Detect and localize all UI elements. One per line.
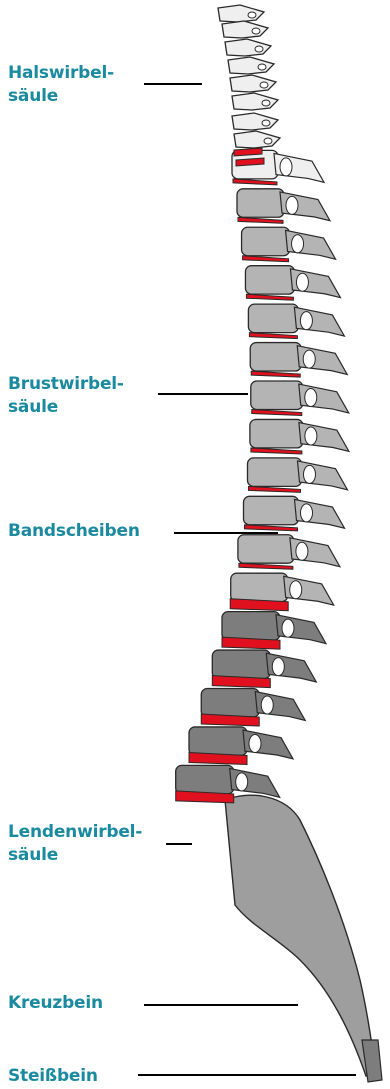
intervertebral-foramen — [282, 619, 294, 637]
intervertebral-foramen — [290, 581, 302, 599]
cervical-foramen — [258, 64, 266, 70]
intervertebral-disc — [238, 217, 283, 223]
sacrum — [225, 795, 376, 1076]
label-lumbar-line2: säule — [8, 844, 142, 867]
leader-thoracic — [158, 393, 248, 395]
vertebra-body — [248, 304, 298, 332]
intervertebral-disc — [239, 563, 293, 569]
vertebra-body — [242, 227, 290, 255]
cervical-vertebra — [230, 75, 276, 92]
intervertebral-disc — [243, 256, 289, 262]
intervertebral-foramen — [236, 773, 248, 791]
intervertebral-foramen — [301, 504, 313, 522]
label-thoracic-line2: säule — [8, 396, 124, 419]
intervertebral-disc — [233, 179, 277, 185]
vertebra-body — [212, 650, 270, 678]
cervical-foramen — [255, 46, 263, 52]
vertebra-body — [250, 343, 301, 371]
intervertebral-foramen — [300, 312, 312, 330]
leader-discs — [174, 532, 278, 534]
intervertebral-disc — [249, 333, 297, 339]
label-cervical-line1: Halswirbel- — [8, 62, 114, 85]
cervical-vertebra — [218, 5, 264, 22]
vertebra-body — [189, 727, 247, 755]
intervertebral-disc — [248, 486, 300, 492]
label-discs: Bandscheiben — [8, 520, 140, 543]
intervertebral-disc — [245, 525, 298, 531]
intervertebral-disc — [234, 148, 262, 156]
vertebra-body — [250, 419, 303, 447]
intervertebral-foramen — [305, 427, 317, 445]
vertebra-body — [237, 189, 284, 217]
vertebra-body — [176, 765, 234, 793]
intervertebral-foramen — [303, 350, 315, 368]
intervertebral-foramen — [303, 465, 315, 483]
label-lumbar: Lendenwirbel- säule — [8, 821, 142, 867]
intervertebral-foramen — [305, 389, 317, 407]
leader-cervical — [144, 83, 202, 85]
cervical-foramen — [264, 138, 272, 144]
intervertebral-disc — [252, 410, 302, 416]
intervertebral-foramen — [280, 158, 292, 176]
intervertebral-foramen — [296, 273, 308, 291]
label-thoracic-line1: Brustwirbel- — [8, 373, 124, 396]
cervical-vertebra — [232, 93, 278, 110]
coccyx — [362, 1040, 382, 1082]
vertebra-body — [244, 496, 299, 524]
vertebra-body — [231, 573, 288, 601]
vertebra-body — [238, 535, 294, 563]
label-lumbar-line1: Lendenwirbel- — [8, 821, 142, 844]
vertebrae-group — [176, 5, 382, 1082]
cervical-vertebra — [232, 113, 278, 130]
intervertebral-foramen — [286, 196, 298, 214]
leader-lumbar — [166, 843, 192, 845]
cervical-foramen — [252, 28, 260, 34]
cervical-vertebra — [225, 39, 271, 56]
intervertebral-disc — [236, 158, 264, 166]
cervical-vertebra — [234, 131, 280, 148]
label-thoracic: Brustwirbel- säule — [8, 373, 124, 419]
vertebra-body — [222, 612, 280, 640]
intervertebral-disc — [251, 448, 302, 454]
vertebra-body — [245, 266, 294, 294]
vertebra-body — [201, 689, 259, 717]
cervical-vertebra — [228, 57, 274, 74]
intervertebral-foramen — [292, 235, 304, 253]
leader-sacrum — [144, 1004, 298, 1006]
leader-coccyx — [138, 1074, 356, 1076]
intervertebral-foramen — [296, 542, 308, 560]
cervical-foramen — [248, 12, 256, 18]
label-cervical-line2: säule — [8, 85, 114, 108]
label-cervical: Halswirbel- säule — [8, 62, 114, 108]
cervical-vertebra — [222, 21, 268, 38]
intervertebral-disc — [246, 294, 293, 300]
cervical-foramen — [262, 100, 270, 106]
label-sacrum: Kreuzbein — [8, 992, 103, 1015]
cervical-foramen — [262, 120, 270, 126]
intervertebral-disc — [251, 371, 300, 377]
vertebra-body — [247, 458, 301, 486]
intervertebral-foramen — [272, 658, 284, 676]
intervertebral-foramen — [249, 734, 261, 752]
vertebra-body — [251, 381, 303, 409]
intervertebral-foramen — [261, 696, 273, 714]
label-coccyx: Steißbein — [8, 1065, 98, 1088]
cervical-foramen — [260, 82, 268, 88]
